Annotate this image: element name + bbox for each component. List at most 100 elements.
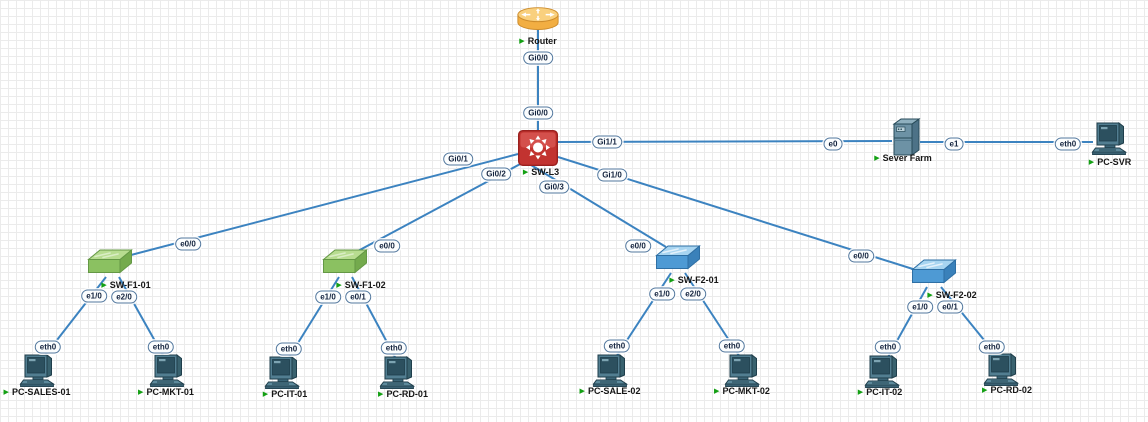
node-pc-mkt-01[interactable] (148, 353, 188, 389)
port-badge-e01[interactable]: e0/1 (937, 300, 963, 314)
node-pc-it-02[interactable] (863, 354, 903, 390)
pc-icon (264, 355, 301, 389)
node-label-sw-f2-01[interactable]: ▶SW-F2-01 (669, 275, 718, 285)
port-badge-eth0[interactable]: eth0 (380, 341, 408, 355)
node-name-text: PC-RD-02 (990, 385, 1032, 395)
port-badge-e10[interactable]: e1/0 (81, 289, 107, 303)
node-pc-rd-01[interactable] (378, 355, 418, 391)
port-badge-e10[interactable]: e1/0 (907, 300, 933, 314)
node-name-text: PC-MKT-01 (146, 387, 194, 397)
port-badge-eth0[interactable]: eth0 (147, 340, 175, 354)
port-badge-eth0[interactable]: eth0 (603, 339, 631, 353)
node-label-sw-f1-01[interactable]: ▶SW-F1-01 (101, 280, 150, 290)
running-status-icon: ▶ (519, 37, 525, 45)
node-name-text: PC-IT-01 (271, 389, 308, 399)
node-sw-f1-02[interactable] (321, 247, 369, 277)
node-sw-f2-01[interactable] (654, 243, 702, 273)
node-label-sw-f1-02[interactable]: ▶SW-F1-02 (336, 280, 385, 290)
node-label-sw-l3[interactable]: ▶SW-L3 (523, 167, 559, 177)
port-badge-Gi10[interactable]: Gi1/0 (597, 168, 627, 182)
node-label-pc-sale-02[interactable]: ▶PC-SALE-02 (580, 386, 641, 396)
port-badge-eth0[interactable]: eth0 (275, 342, 303, 356)
node-label-pc-mkt-02[interactable]: ▶PC-MKT-02 (714, 386, 770, 396)
router-icon (517, 6, 559, 30)
node-pc-it-01[interactable] (263, 355, 303, 391)
node-name-text: SW-F2-02 (935, 290, 977, 300)
node-label-pc-rd-01[interactable]: ▶PC-RD-01 (378, 389, 428, 399)
node-name-text: SW-F1-01 (109, 280, 151, 290)
running-status-icon: ▶ (522, 168, 529, 176)
running-status-icon: ▶ (857, 388, 864, 396)
node-name-text: PC-IT-02 (866, 387, 903, 397)
node-name-text: Sever Farm (882, 153, 932, 163)
port-badge-e00[interactable]: e0/0 (625, 239, 651, 253)
port-badge-eth0[interactable]: eth0 (34, 340, 62, 354)
node-sw-f1-01[interactable] (86, 247, 134, 277)
node-label-server-farm[interactable]: ▶Sever Farm (874, 153, 931, 163)
port-badge-e0[interactable]: e0 (823, 137, 843, 151)
port-badge-e10[interactable]: e1/0 (315, 290, 341, 304)
switch-icon (911, 258, 957, 284)
port-badge-e20[interactable]: e2/0 (111, 290, 137, 304)
port-badge-eth0[interactable]: eth0 (718, 339, 746, 353)
node-label-pc-rd-02[interactable]: ▶PC-RD-02 (982, 385, 1032, 395)
node-label-pc-it-01[interactable]: ▶PC-IT-01 (263, 389, 307, 399)
node-name-text: PC-SALE-02 (587, 386, 641, 396)
node-label-pc-svr[interactable]: ▶PC-SVR (1089, 157, 1131, 167)
node-label-router[interactable]: ▶Router (519, 36, 556, 46)
pc-icon (379, 355, 416, 389)
node-router[interactable] (515, 6, 561, 31)
switch-icon (655, 244, 701, 270)
node-pc-mkt-02[interactable] (723, 353, 763, 389)
port-badge-e01[interactable]: e0/1 (345, 290, 371, 304)
switch-icon (322, 248, 368, 274)
running-status-icon: ▶ (927, 291, 933, 299)
node-pc-sale-02[interactable] (591, 353, 631, 389)
node-label-pc-sales-01[interactable]: ▶PC-SALES-01 (4, 387, 71, 397)
running-status-icon: ▶ (874, 154, 880, 162)
port-badge-Gi11[interactable]: Gi1/1 (592, 135, 622, 149)
node-sw-l3[interactable] (518, 130, 558, 166)
running-status-icon: ▶ (669, 276, 675, 284)
port-badge-e00[interactable]: e0/0 (374, 239, 400, 253)
port-badge-Gi01[interactable]: Gi0/1 (443, 152, 473, 166)
pc-icon (592, 353, 629, 387)
node-server-farm[interactable] (891, 117, 921, 159)
node-name-text: Router (527, 36, 557, 46)
port-badge-e1[interactable]: e1 (944, 137, 964, 151)
node-name-text: SW-L3 (531, 167, 560, 177)
link-sw-l3-sw-f2-01[interactable] (530, 164, 667, 248)
running-status-icon: ▶ (262, 390, 269, 398)
port-badge-Gi00[interactable]: Gi0/0 (523, 106, 553, 120)
port-badge-eth0[interactable]: eth0 (874, 340, 902, 354)
node-sw-f2-02[interactable] (910, 257, 958, 287)
port-badge-Gi03[interactable]: Gi0/3 (539, 180, 569, 194)
node-pc-rd-02[interactable] (982, 352, 1022, 388)
port-badge-eth0[interactable]: eth0 (1054, 137, 1082, 151)
running-status-icon: ▶ (378, 390, 384, 398)
node-name-text: PC-RD-01 (386, 389, 428, 399)
switch-icon (87, 248, 133, 274)
pc-icon (19, 353, 56, 387)
port-badge-Gi00[interactable]: Gi0/0 (523, 51, 553, 65)
port-badge-e00[interactable]: e0/0 (848, 249, 874, 263)
node-pc-svr[interactable] (1090, 121, 1130, 157)
running-status-icon: ▶ (3, 388, 9, 396)
pc-icon (983, 352, 1020, 386)
port-badge-Gi02[interactable]: Gi0/2 (481, 167, 511, 181)
server-icon (892, 118, 921, 156)
running-status-icon: ▶ (138, 388, 144, 396)
node-label-sw-f2-02[interactable]: ▶SW-F2-02 (927, 290, 976, 300)
node-pc-sales-01[interactable] (18, 353, 58, 389)
port-badge-e10[interactable]: e1/0 (649, 287, 675, 301)
port-badge-e00[interactable]: e0/0 (175, 237, 201, 251)
pc-icon (724, 353, 761, 387)
node-label-pc-mkt-01[interactable]: ▶PC-MKT-01 (138, 387, 194, 397)
node-label-pc-it-02[interactable]: ▶PC-IT-02 (858, 387, 902, 397)
port-badge-e20[interactable]: e2/0 (680, 287, 706, 301)
running-status-icon: ▶ (982, 386, 988, 394)
running-status-icon: ▶ (336, 281, 342, 289)
port-badge-eth0[interactable]: eth0 (978, 340, 1006, 354)
running-status-icon: ▶ (579, 387, 585, 395)
